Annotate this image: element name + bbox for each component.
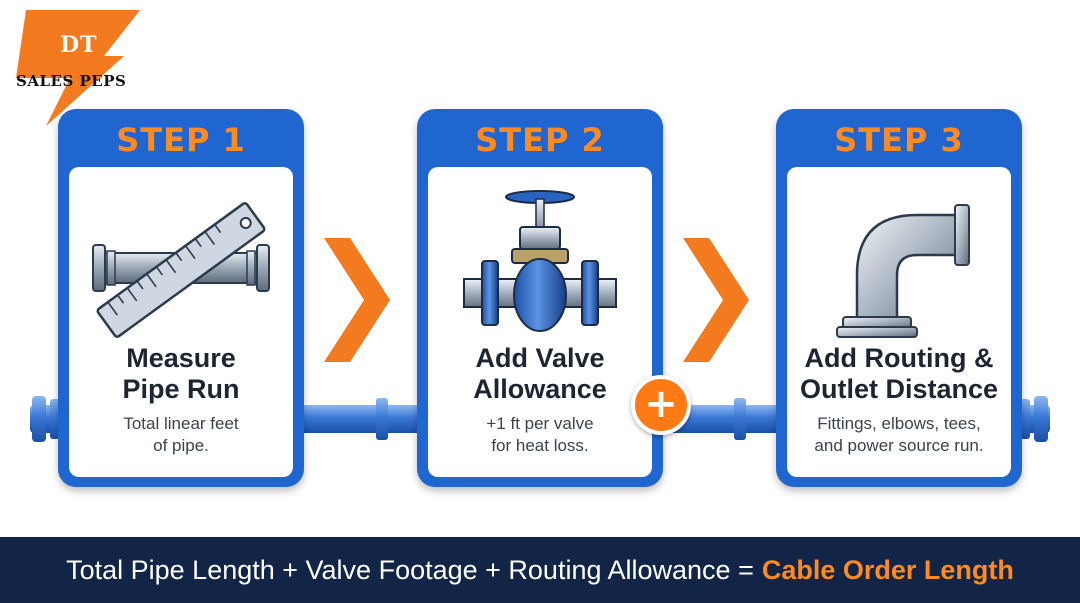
step-2-card: STEP 2 xyxy=(417,109,663,487)
step-3-card: STEP 3 Add Routing & Outlet Distance Fit… xyxy=(776,109,1022,487)
formula-result: Cable Order Length xyxy=(761,554,1014,585)
step-2-label: STEP 2 xyxy=(475,121,605,159)
step-2-description: +1 ft per valve for heat loss. xyxy=(486,414,594,455)
step-3-description: Fittings, elbows, tees, and power source… xyxy=(814,414,984,455)
step-3-title: Add Routing & Outlet Distance xyxy=(799,343,999,404)
step-2-panel: Add Valve Allowance +1 ft per valve for … xyxy=(428,167,652,477)
step-1-card: STEP 1 xyxy=(58,109,304,487)
step-1-panel: Measure Pipe Run Total linear feet of pi… xyxy=(69,167,293,477)
step-3-panel: Add Routing & Outlet Distance Fittings, … xyxy=(787,167,1011,477)
pipe-elbow-icon xyxy=(787,175,1011,345)
plus-icon: + xyxy=(631,375,691,435)
dt-sales-peps-logo: DT SALES PEPS xyxy=(12,10,140,128)
step-3-label: STEP 3 xyxy=(834,121,964,159)
step-1-title: Measure Pipe Run xyxy=(122,343,240,404)
formula-text: Total Pipe Length + Valve Footage + Rout… xyxy=(66,554,754,585)
pipe-ruler-icon xyxy=(69,175,293,345)
chevron-right-icon xyxy=(324,238,390,362)
formula-banner: Total Pipe Length + Valve Footage + Rout… xyxy=(0,537,1080,603)
logo-line-1: DT xyxy=(60,32,98,58)
logo-line-2: SALES PEPS xyxy=(16,72,127,90)
step-1-label: STEP 1 xyxy=(116,121,246,159)
step-2-title: Add Valve Allowance xyxy=(473,343,607,404)
gate-valve-icon xyxy=(428,175,652,345)
step-1-description: Total linear feet of pipe. xyxy=(123,414,239,455)
lightning-bolt-icon xyxy=(16,10,140,126)
chevron-right-icon xyxy=(683,238,749,362)
